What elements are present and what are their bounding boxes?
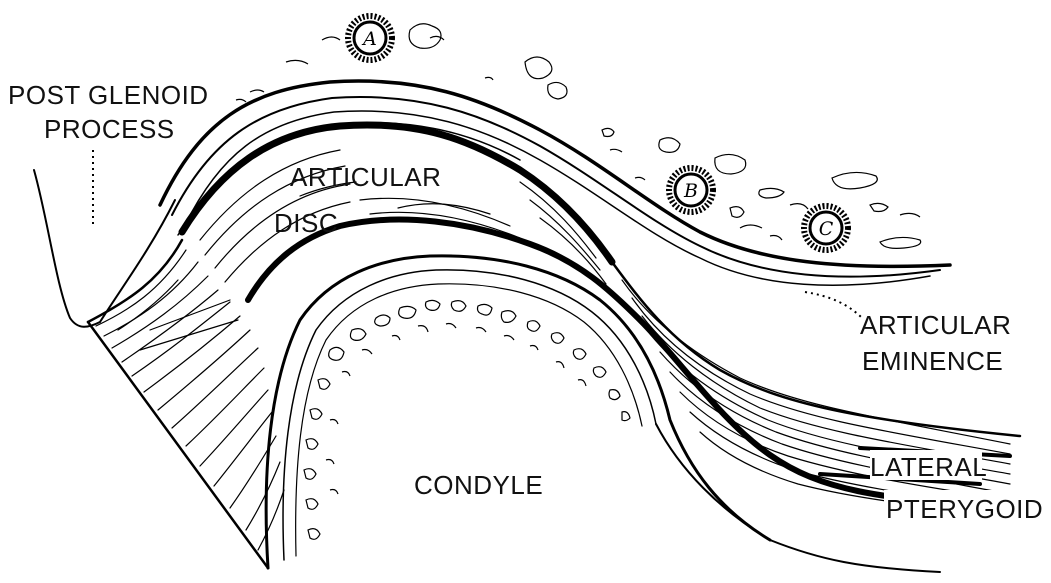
marker-b: B bbox=[669, 168, 713, 212]
marker-c-letter: C bbox=[819, 218, 834, 240]
condyle bbox=[266, 256, 770, 568]
label-condyle: CONDYLE bbox=[414, 470, 543, 500]
label-articular-eminence-line1: ARTICULAR bbox=[860, 310, 1011, 340]
label-lateral-pterygoid-line2: PTERYGOID bbox=[886, 494, 1043, 524]
marker-a-letter: A bbox=[361, 28, 377, 50]
label-articular-eminence-line2: EMINENCE bbox=[862, 346, 1003, 376]
label-lateral-pterygoid-line1: LATERAL bbox=[870, 452, 987, 482]
condyle-trabeculae bbox=[304, 300, 630, 539]
lateral-pterygoid-muscle bbox=[612, 262, 1020, 572]
label-post-glenoid-line2: PROCESS bbox=[44, 114, 175, 144]
marker-a: A bbox=[348, 16, 392, 60]
marker-b-letter: B bbox=[683, 180, 698, 202]
label-articular-disc-line1: ARTICULAR bbox=[290, 162, 441, 192]
label-articular-disc-line2: DISC bbox=[274, 208, 338, 238]
label-post-glenoid-line1: POST GLENOID bbox=[8, 80, 209, 110]
marker-c: C bbox=[804, 206, 848, 250]
articular-eminence-leader bbox=[805, 292, 862, 318]
